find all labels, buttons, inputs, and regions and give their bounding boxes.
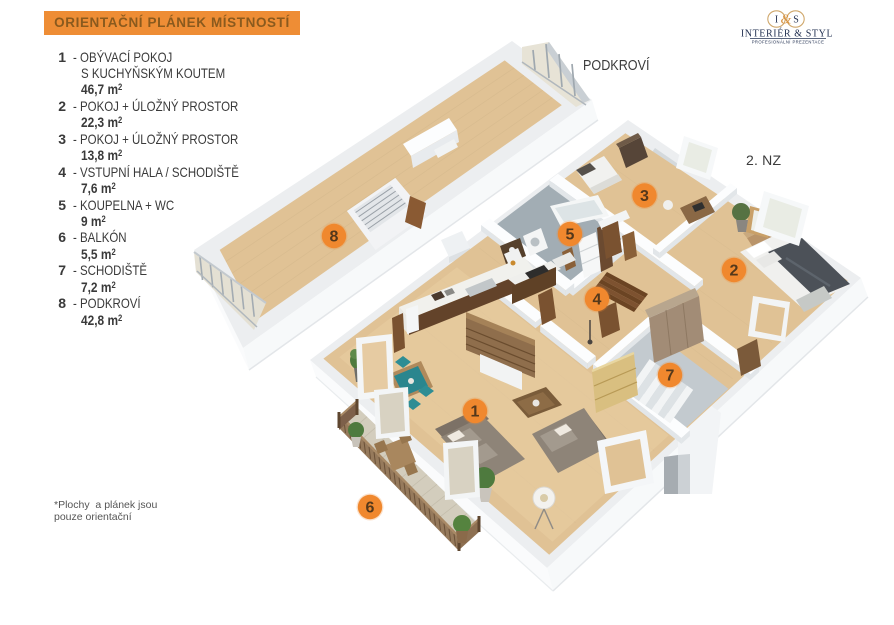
svg-text:1: 1 — [471, 404, 480, 421]
svg-text:8: 8 — [330, 229, 339, 246]
svg-text:3: 3 — [640, 188, 649, 205]
svg-text:5: 5 — [566, 227, 575, 244]
svg-text:&: & — [781, 13, 792, 28]
svg-text:PROFESIONÁLNÍ PREZENTACE: PROFESIONÁLNÍ PREZENTACE — [752, 40, 825, 45]
svg-text:7: 7 — [666, 368, 675, 385]
svg-text:4: 4 — [593, 292, 602, 309]
svg-text:I: I — [775, 15, 778, 26]
svg-text:2: 2 — [730, 263, 739, 280]
svg-text:S: S — [793, 15, 799, 26]
svg-text:6: 6 — [366, 500, 375, 517]
svg-text:INTERIÉR & STYL: INTERIÉR & STYL — [741, 28, 833, 40]
